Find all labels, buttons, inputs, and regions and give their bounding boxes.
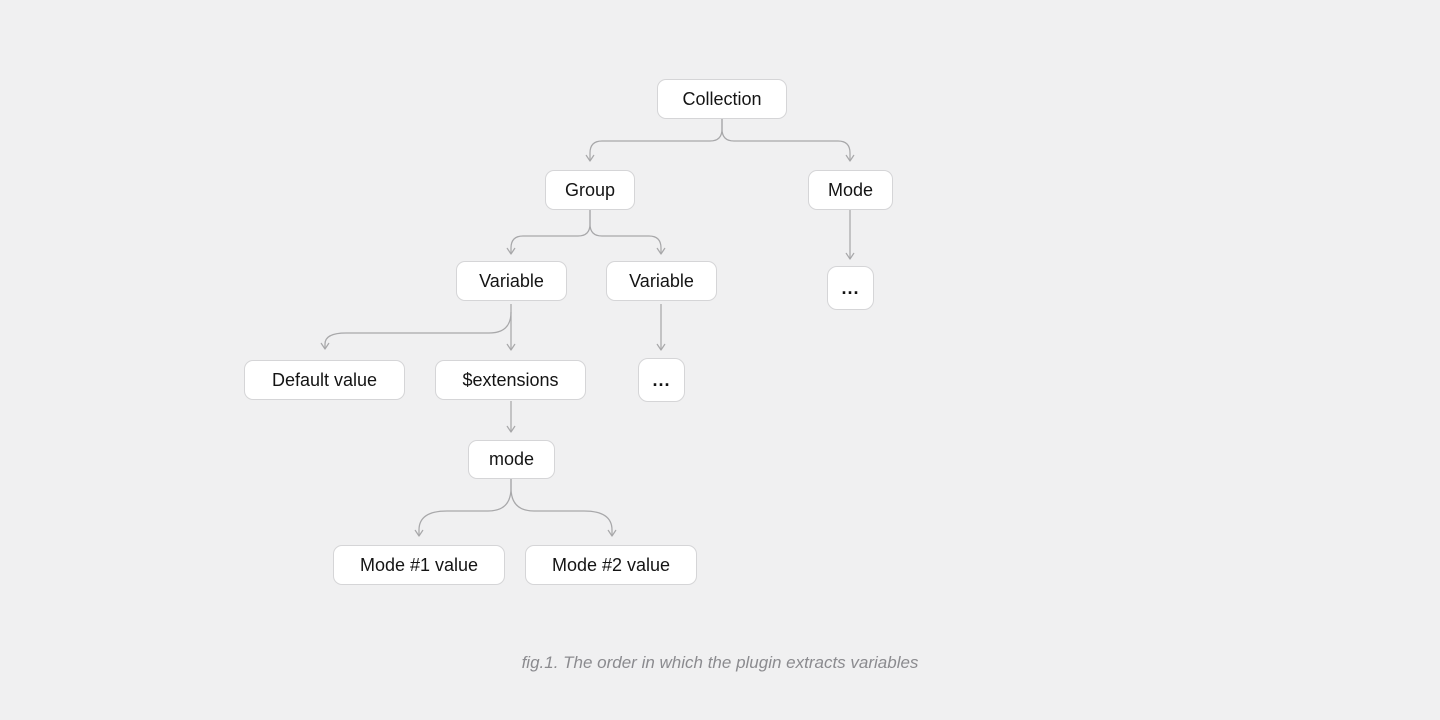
edge-collection-mode bbox=[721, 119, 855, 162]
edge-collection-group bbox=[585, 119, 723, 162]
figure-caption: fig.1. The order in which the plugin ext… bbox=[521, 653, 919, 672]
node-default-value: Default value bbox=[244, 360, 405, 400]
node-mode1-value: Mode #1 value bbox=[333, 545, 505, 585]
node-mode2-value: Mode #2 value bbox=[525, 545, 697, 585]
node-collection: Collection bbox=[657, 79, 787, 119]
edge-group-variable2 bbox=[589, 210, 666, 255]
edge-variable1-default bbox=[320, 311, 512, 350]
node-mode: Mode bbox=[808, 170, 893, 210]
node-variable-right: Variable bbox=[606, 261, 717, 301]
node-variable-ellipsis: ... bbox=[638, 358, 685, 402]
edge-mode-mode1 bbox=[414, 479, 512, 537]
node-mode-ellipsis: ... bbox=[827, 266, 874, 310]
edge-group-variable1 bbox=[506, 210, 591, 255]
edge-mode-mode2 bbox=[510, 479, 617, 537]
node-group: Group bbox=[545, 170, 635, 210]
node-extensions: $extensions bbox=[435, 360, 586, 400]
node-mode-key: mode bbox=[468, 440, 555, 479]
node-variable-left: Variable bbox=[456, 261, 567, 301]
